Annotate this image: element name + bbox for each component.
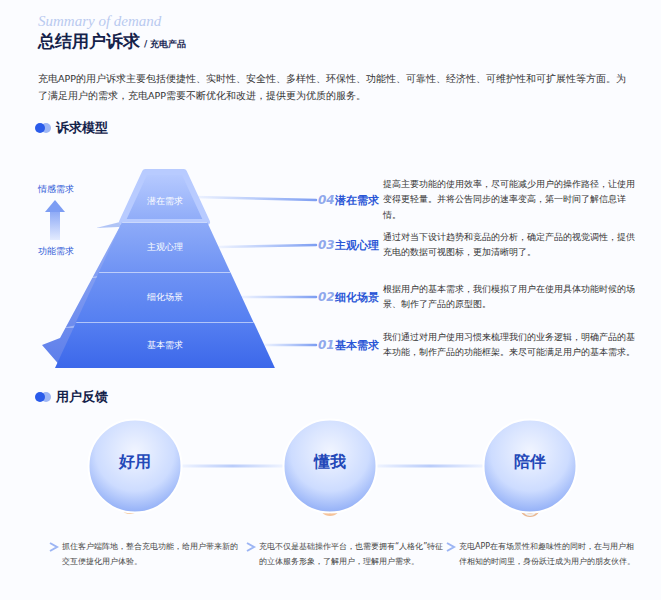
band-label: 潜在需求 [147, 195, 183, 208]
item-description: 我们通过对用户使用习惯来梳理我们的业务逻辑，明确产品的基本功能，制作产品的功能框… [383, 330, 639, 360]
connector-line [242, 296, 316, 299]
item-description: 根据用户的基本需求，我们模拟了用户在使用具体功能时候的场景、制作了产品的原型图。 [383, 282, 639, 312]
item-heading: 潜在需求 [335, 191, 381, 209]
watermark: Summary of demand [38, 12, 161, 30]
item-description: 提高主要功能的使用效率，尽可能减少用户的操作路径，让使用变得更轻量。并将公告同步… [383, 177, 639, 222]
section-icon [35, 123, 51, 133]
circle-label: 懂我 [314, 452, 346, 473]
demand-item: 01基本需求我们通过对用户使用习惯来梳理我们的业务逻辑，明确产品的基本功能，制作… [316, 330, 636, 360]
callout-number: 02 [318, 287, 335, 308]
callout-number: 04 [318, 190, 335, 211]
feedback-circle: 懂我 [282, 418, 378, 514]
feedback-circle: 陪伴 [482, 418, 578, 514]
pyramid-band: 主观心理 [99, 222, 230, 272]
feedback-note: 充电不仅是基础操作平台，也需要拥有“人格化”特征的立体服务形象，了解用户，理解用… [259, 539, 445, 569]
feedback-circle: 好用 [87, 418, 183, 514]
axis-label: 功能需求 [38, 246, 74, 257]
item-heading: 基本需求 [335, 336, 381, 354]
chevron-icon [247, 543, 254, 551]
section-heading: 用户反馈 [56, 389, 108, 405]
chevron-icon [50, 543, 57, 551]
band-fill [99, 222, 230, 272]
connector-line [196, 197, 316, 200]
connector-line [219, 245, 316, 247]
demand-item: 04潜在需求提高主要功能的使用效率，尽可能减少用户的操作路径，让使用变得更轻量。… [316, 177, 636, 222]
demand-item: 02细化场景根据用户的基本需求，我们模拟了用户在使用具体功能时候的场景、制作了产… [316, 282, 636, 312]
pyramid-band: 潜在需求 [122, 172, 207, 222]
connector-line [183, 465, 282, 468]
axis-label: 情感需求 [38, 184, 74, 195]
demand-item: 03主观心理通过对当下设计趋势和竞品的分析，确定产品的视觉调性，提供充电的数据可… [316, 230, 636, 260]
intro-paragraph: 充电APP的用户诉求主要包括便捷性、实时性、安全性、多样性、环保性、功能性、可靠… [38, 70, 628, 104]
section-heading: 诉求模型 [56, 120, 108, 136]
pyramid-band: 细化场景 [76, 272, 253, 322]
item-heading: 主观心理 [335, 236, 381, 254]
band-divider [99, 272, 230, 273]
item-description: 通过对当下设计趋势和竞品的分析，确定产品的视觉调性，提供充电的数据可视图标，更加… [383, 230, 639, 260]
circle-fill [89, 420, 182, 513]
title: 总结用户诉求 [38, 30, 140, 53]
band-fill [76, 272, 253, 322]
item-heading: 细化场景 [335, 288, 381, 306]
band-label: 细化场景 [147, 291, 183, 304]
circle-label: 陪伴 [514, 452, 546, 473]
band-fill [122, 172, 207, 222]
circle-label: 好用 [119, 452, 151, 473]
band-fill [55, 322, 275, 368]
chevron-icon [447, 543, 454, 551]
callout-number: 01 [318, 335, 335, 356]
feedback-note: 充电APP在有场景性和趣味性的同时，在与用户相伴相知的时间里，身份跃迁成为用户的… [459, 539, 641, 569]
pyramid-band: 基本需求 [55, 322, 275, 368]
circle-fill [484, 420, 577, 513]
section-icon [35, 392, 51, 402]
callout-number: 03 [318, 235, 335, 256]
band-label: 主观心理 [147, 241, 183, 254]
subtitle: / 充电产品 [144, 39, 186, 50]
circle-fill [284, 420, 377, 513]
band-divider [76, 322, 253, 323]
band-divider [122, 222, 207, 223]
feedback-note: 抓住客户端阵地，整合充电功能，给用户带来新的交互便捷化用户体验。 [62, 539, 240, 569]
connector-line [378, 465, 482, 468]
band-label: 基本需求 [147, 339, 183, 352]
up-arrow [45, 200, 65, 240]
connector-line [264, 344, 316, 347]
